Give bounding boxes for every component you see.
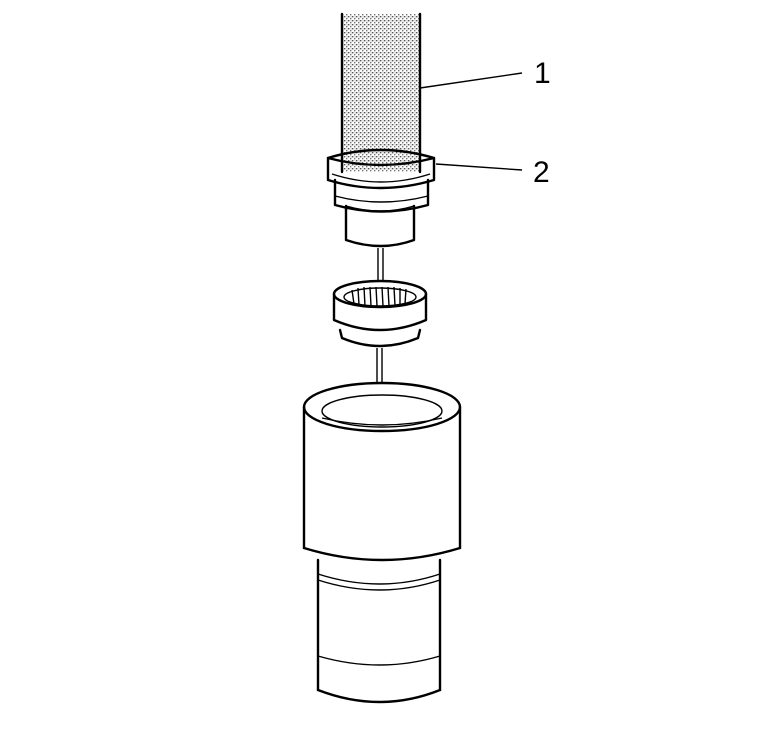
installer-shaft xyxy=(340,12,422,174)
receiver-base xyxy=(316,558,442,704)
installer-collar xyxy=(326,148,436,248)
callout-1-leader xyxy=(419,72,523,89)
callout-1-label: 1 xyxy=(534,57,551,90)
callout-2-label: 2 xyxy=(533,156,550,189)
callout-2-leader xyxy=(435,163,523,171)
receiver-cup xyxy=(302,381,462,562)
bearing xyxy=(332,279,428,348)
